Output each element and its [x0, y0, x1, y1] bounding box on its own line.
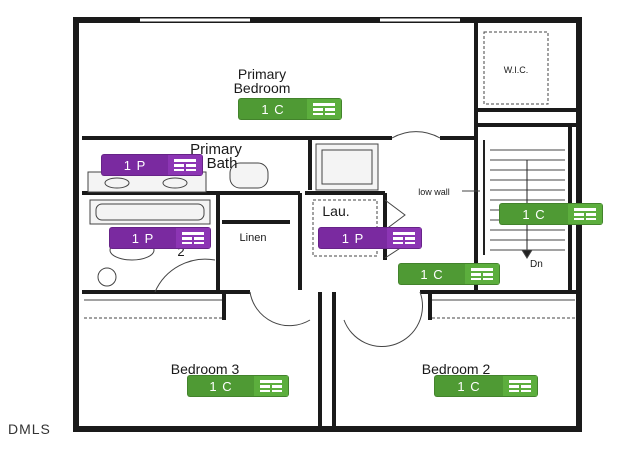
label-primary-bath-2: Bath: [207, 155, 238, 172]
staircase: [483, 140, 565, 259]
room-size-icon: [387, 228, 421, 248]
label-laundry: Lau.: [322, 203, 349, 219]
badge-text: 1 C: [261, 101, 285, 117]
room-badge-stairs[interactable]: 1 C: [499, 203, 603, 225]
room-badge-hall[interactable]: 1 C: [398, 263, 500, 285]
room-size-icon: [307, 99, 341, 119]
room-badge-bath-2[interactable]: 1 P: [109, 227, 211, 249]
label-bedroom-2: Bedroom 2: [422, 361, 491, 377]
room-size-icon: [465, 264, 499, 284]
room-size-icon: [176, 228, 210, 248]
room-badge-laundry[interactable]: 1 P: [318, 227, 422, 249]
badge-text: 1 C: [457, 378, 481, 394]
label-linen: Linen: [240, 232, 267, 244]
label-bedroom-3: Bedroom 3: [171, 361, 240, 377]
room-size-icon: [254, 376, 288, 396]
room-badge-primary-bath[interactable]: 1 P: [101, 154, 203, 176]
badge-text: 1 P: [341, 230, 365, 246]
badge-text: 1 P: [131, 230, 155, 246]
room-size-icon: [503, 376, 537, 396]
room-badge-bedroom-2[interactable]: 1 C: [434, 375, 538, 397]
room-badge-bedroom-3[interactable]: 1 C: [187, 375, 289, 397]
label-bath-2: 2: [177, 244, 184, 259]
label-low-wall: low wall: [418, 187, 450, 197]
interior-walls: [82, 20, 579, 429]
badge-text: 1 C: [522, 206, 546, 222]
room-badge-primary-bedroom[interactable]: 1 C: [238, 98, 342, 120]
fixtures: [84, 18, 575, 347]
badge-text: 1 C: [420, 266, 444, 282]
label-down: Dn: [530, 259, 543, 270]
badge-text: 1 C: [209, 378, 233, 394]
room-size-icon: [168, 155, 202, 175]
badge-text: 1 P: [123, 157, 147, 173]
label-primary-bedroom-2: Bedroom: [234, 80, 291, 96]
label-primary-bath-1: Primary: [190, 141, 242, 158]
watermark-logo: DMLS: [8, 421, 51, 437]
room-size-icon: [568, 204, 602, 224]
label-wic: W.I.C.: [504, 65, 529, 75]
label-primary-bedroom-1: Primary: [238, 66, 286, 82]
